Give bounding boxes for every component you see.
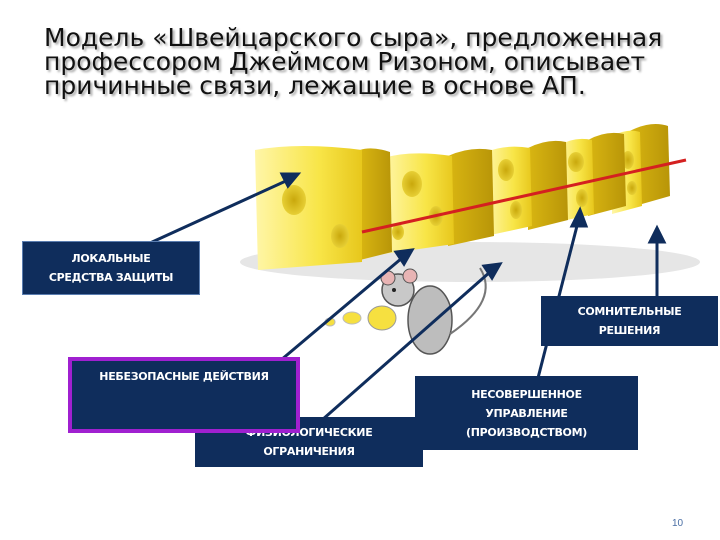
- arrow-icon: [279, 172, 302, 189]
- cheese-slice-1: [255, 146, 392, 270]
- box-imperfect-management-line-2: УПРАВЛЕНИЕ: [485, 406, 568, 420]
- box-doubtful-decisions: СОМНИТЕЛЬНЫЕ РЕШЕНИЯ: [541, 296, 718, 346]
- box-doubtful-decisions-line-1: СОМНИТЕЛЬНЫЕ: [577, 305, 682, 318]
- box-physiological-limits: ФИЗИОЛОГИЧЕСКИЕ ОГРАНИЧЕНИЯ: [195, 417, 423, 467]
- cheese-slice-4: [486, 140, 568, 236]
- box-imperfect-management-line-1: НЕСОВЕРШЕННОЕ: [471, 387, 582, 401]
- box-local-defenses: ЛОКАЛЬНЫЕ СРЕДСТВА ЗАЩИТЫ: [22, 241, 200, 295]
- box-imperfect-management: НЕСОВЕРШЕННОЕ УПРАВЛЕНИЕ (ПРОИЗВОДСТВОМ): [415, 376, 638, 450]
- box-local-defenses-line-1: ЛОКАЛЬНЫЕ: [71, 252, 151, 265]
- page-number: 10: [672, 518, 684, 529]
- hazard-trajectory-line: [361, 158, 687, 234]
- arrow-icon: [569, 206, 589, 228]
- box-doubtful-decisions-line-2: РЕШЕНИЯ: [598, 324, 661, 337]
- arrow-icon: [393, 248, 415, 267]
- box-local-defenses-line-2: СРЕДСТВА ЗАЩИТЫ: [48, 271, 174, 284]
- arrow-icon: [481, 262, 503, 281]
- cheese-slice-3: [384, 148, 494, 254]
- box-unsafe-actions: НЕБЕЗОПАСНЫЕ ДЕЙСТВИЯ: [68, 357, 300, 433]
- slide-title: Модель «Швейцарского сыра», предложенная…: [44, 23, 663, 100]
- mouse-icon: [324, 267, 487, 355]
- arrow-icon: [647, 224, 667, 244]
- box-imperfect-management-line-3: (ПРОИЗВОДСТВОМ): [466, 425, 587, 439]
- box-physiological-limits-line-2: ОГРАНИЧЕНИЯ: [263, 445, 355, 458]
- cheese-slice-5: [558, 132, 626, 222]
- box-unsafe-actions-label: НЕБЕЗОПАСНЫЕ ДЕЙСТВИЯ: [99, 370, 269, 383]
- arrows: [149, 172, 667, 422]
